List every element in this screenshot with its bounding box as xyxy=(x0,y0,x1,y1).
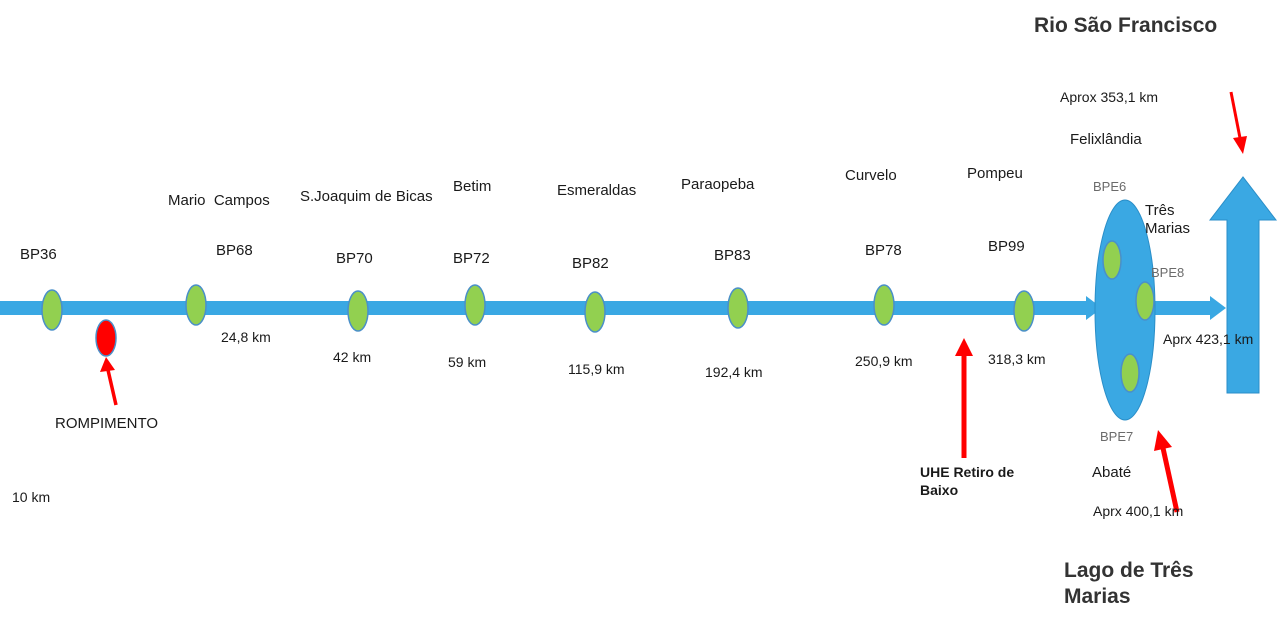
station-city-bp83: Paraopeba xyxy=(681,176,755,193)
station-dist-bp70: 42 km xyxy=(333,349,372,365)
red-arrows xyxy=(100,91,1247,513)
tres-dist: Aprx 423,1 km xyxy=(1163,331,1254,347)
station-city-bp72: Betim xyxy=(453,178,492,195)
station-city-bp70: S.Joaquim de Bicas xyxy=(300,188,433,205)
bpe7-label: BPE7 xyxy=(1100,429,1134,444)
river-arrow xyxy=(0,296,1102,320)
station-code-bp82: BP82 xyxy=(572,255,609,272)
station-dist-bp78: 250,9 km xyxy=(855,353,913,369)
station-marker-bp72 xyxy=(464,284,486,326)
station-dist-bp36: 10 km xyxy=(12,489,51,505)
station-marker-bp78 xyxy=(873,284,895,326)
station-code-bp72: BP72 xyxy=(453,250,490,267)
station-code-bp36: BP36 xyxy=(20,246,57,263)
bpe8-label: BPE8 xyxy=(1151,265,1185,280)
station-dist-bp82: 115,9 km xyxy=(568,361,625,377)
uhe-label: UHE Retiro de Baixo xyxy=(920,464,1015,498)
abate-dist: Aprx 400,1 km xyxy=(1093,503,1184,519)
station-marker-bp36 xyxy=(41,289,63,331)
station-marker-bp70 xyxy=(347,290,369,332)
station-city-bp99: Pompeu xyxy=(967,165,1023,182)
lake-title: Lago de Três Marias xyxy=(1064,559,1194,608)
station-marker-bp99 xyxy=(1013,290,1035,332)
station-dist-bp83: 192,4 km xyxy=(705,364,763,380)
station-marker-bp83 xyxy=(727,287,749,329)
bpe6-label: BPE6 xyxy=(1093,179,1127,194)
station-marker-bp68 xyxy=(185,284,207,326)
station-dist-bp68: 24,8 km xyxy=(221,329,271,345)
abate-label: Abaté xyxy=(1092,464,1132,481)
station-code-bp70: BP70 xyxy=(336,250,373,267)
station-code-bp83: BP83 xyxy=(714,247,751,264)
sao-francisco-arrow xyxy=(1208,176,1278,394)
station-code-bp99: BP99 xyxy=(988,238,1025,255)
station-code-bp78: BP78 xyxy=(865,242,902,259)
station-marker-bpe6 xyxy=(1102,240,1122,280)
tres-marias-label: Três Marias xyxy=(1145,202,1191,237)
station-city-bp78: Curvelo xyxy=(845,167,897,184)
station-dist-bp99: 318,3 km xyxy=(988,351,1046,367)
felix-dist: Aprox 353,1 km xyxy=(1060,89,1159,105)
station-marker-bpe8 xyxy=(1135,281,1155,321)
river-title: Rio São Francisco xyxy=(1034,14,1218,37)
felixlandia-label: Felixlândia xyxy=(1070,131,1142,148)
station-dist-bp72: 59 km xyxy=(448,354,487,370)
station-city-bp82: Esmeraldas xyxy=(557,182,637,199)
station-city-bp68: Mario Campos xyxy=(168,192,270,209)
station-marker-bpe7 xyxy=(1120,353,1140,393)
rupture-marker xyxy=(95,319,117,357)
station-code-bp68: BP68 xyxy=(216,242,253,259)
rompimento-label: ROMPIMENTO xyxy=(55,415,159,432)
station-marker-bp82 xyxy=(584,291,606,333)
outflow-arrow xyxy=(1150,296,1226,320)
